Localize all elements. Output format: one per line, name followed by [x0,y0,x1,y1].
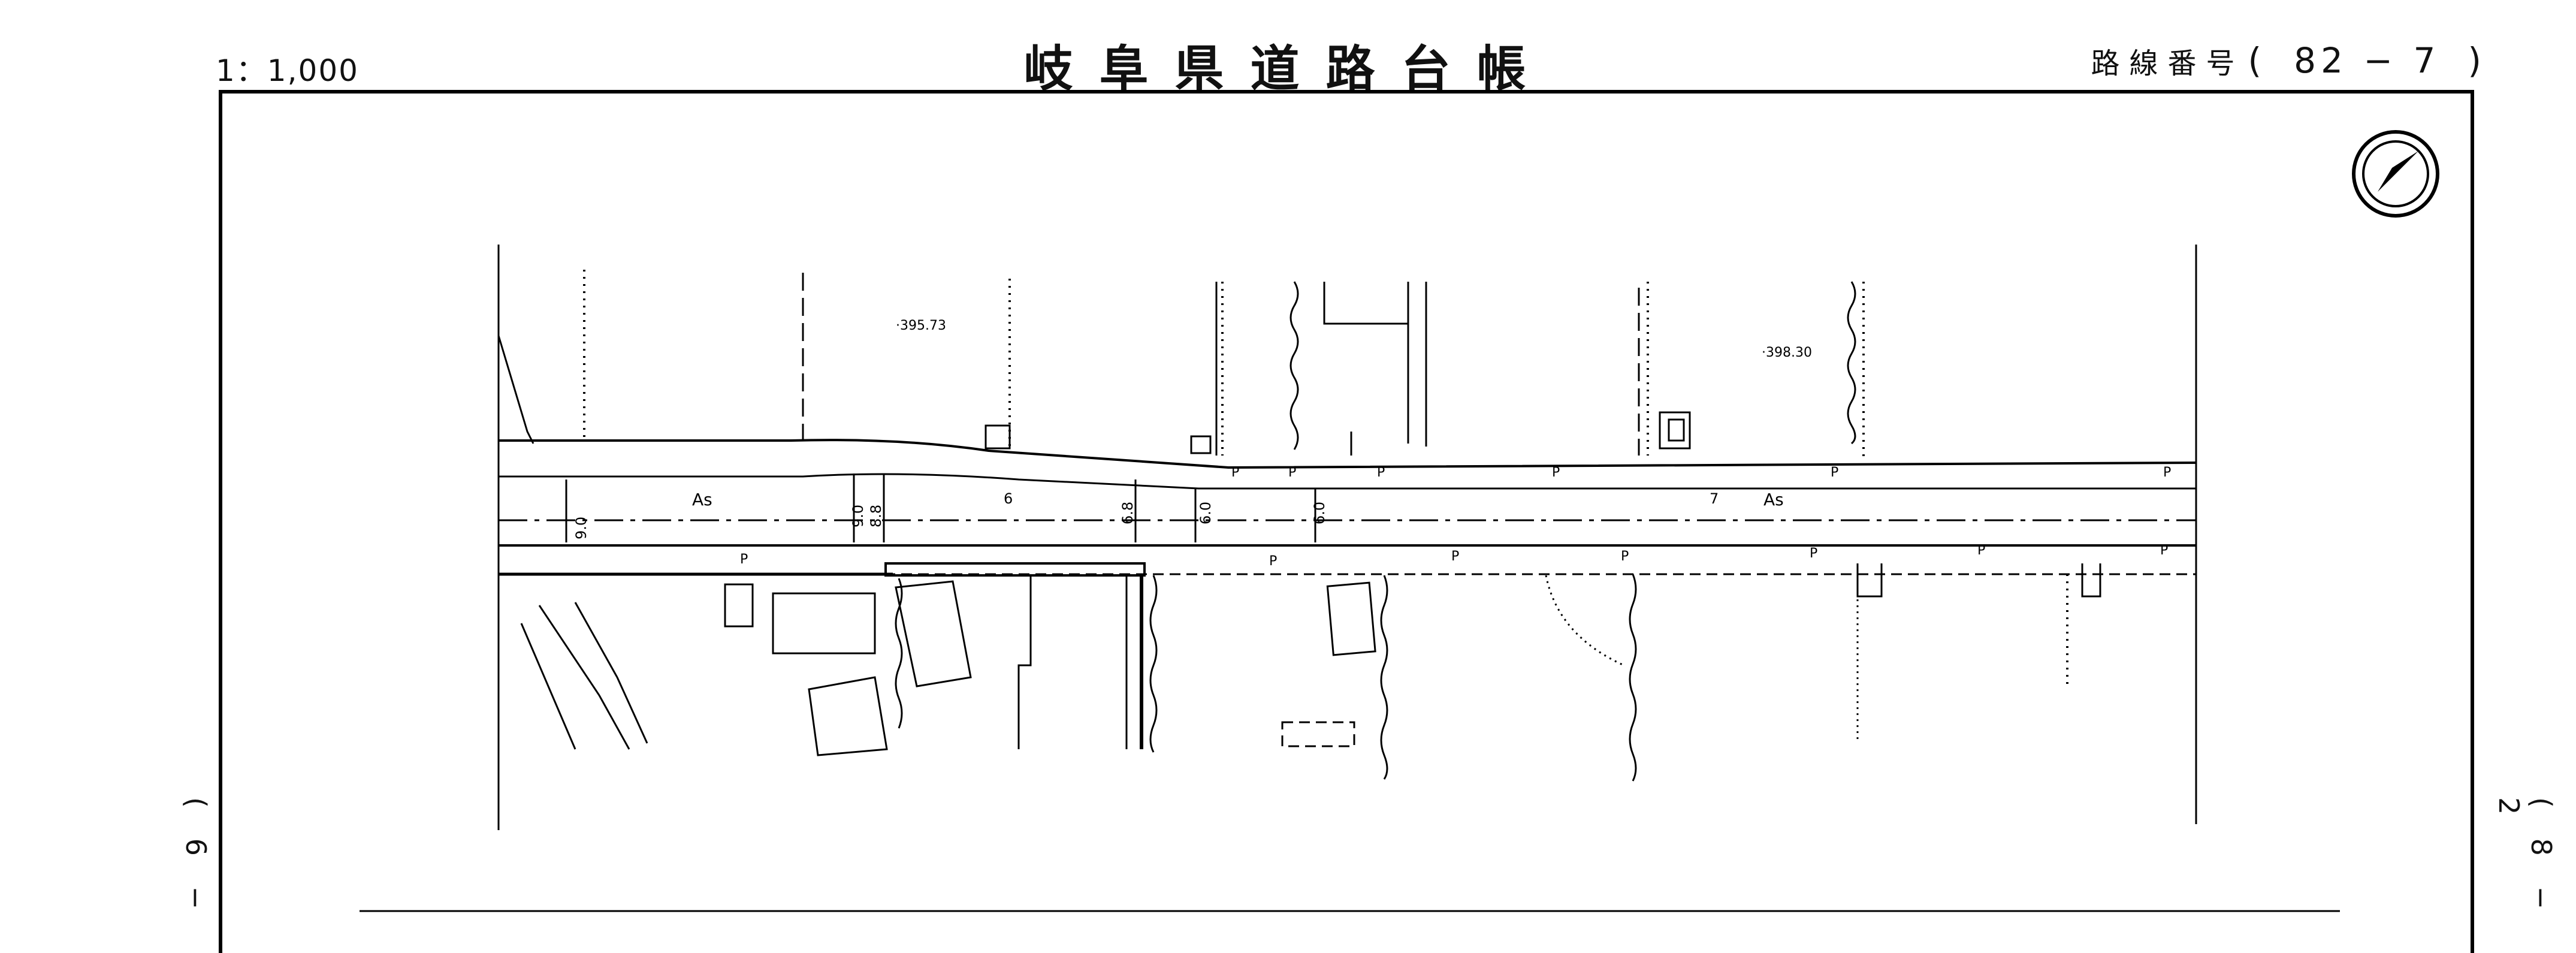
route-number: 路線番号 ( 82 − 7 ) [2091,40,2486,82]
upper-parcel-lines [583,270,1865,459]
pole-label: P [2163,465,2171,480]
width-label: 6.0 [1197,502,1214,524]
width-label: 6.0 [1311,502,1328,524]
utility-pole-labels: P P P P P P P P P P P P P [740,465,2171,569]
pole-label: P [1552,465,1560,480]
sheet-header: 1：1,000 岐阜県道路台帳 路線番号 ( 82 − 7 ) [0,0,2576,98]
width-label: 6.8 [1119,502,1136,524]
pavement-label: As [1763,490,1784,509]
pole-label: P [1810,546,1817,561]
elevation-label: ·395.73 [896,318,946,333]
route-number-value: 82 − 7 [2294,40,2441,81]
north-arrow-icon [2352,130,2439,218]
route-number-label: 路線番号 [2091,47,2245,80]
page-title: 岐阜県道路台帳 [1023,41,1553,98]
width-label: 8.8 [868,505,884,527]
pavement-label: As [692,490,712,509]
pole-label: P [2160,543,2168,558]
elevation-label: ·398.30 [1762,345,1812,360]
width-label: 9.0 [573,517,590,539]
width-labels: 9.0 9.0 8.8 6.8 6.0 6.0 [573,502,1328,539]
pole-label: P [1977,543,1985,558]
lane-width-label: 7 [1710,490,1719,507]
width-label: 9.0 [850,505,866,527]
route-open-paren: ( [2248,40,2267,81]
road-edges [499,439,2197,575]
pole-label: P [740,552,748,567]
adjacent-sheet-left: ( 6 − [180,797,212,920]
width-dimension-lines [565,474,1316,542]
pole-label: P [1269,554,1277,569]
pole-label: P [1377,465,1385,480]
map-scale: 1：1,000 [216,53,359,88]
pole-label: P [1831,465,1838,480]
adjacent-sheet-right: ( 8 − 2 [2493,797,2557,920]
lower-parcels [499,562,2101,782]
pole-label: P [1231,465,1239,480]
upper-fences [497,273,1856,456]
lane-width-label: 6 [1004,490,1013,507]
pole-label: P [1451,549,1459,564]
pole-label: P [1621,549,1629,564]
pole-label: P [1288,465,1296,480]
map-frame [219,90,2474,953]
route-close-paren: ) [2468,40,2486,81]
